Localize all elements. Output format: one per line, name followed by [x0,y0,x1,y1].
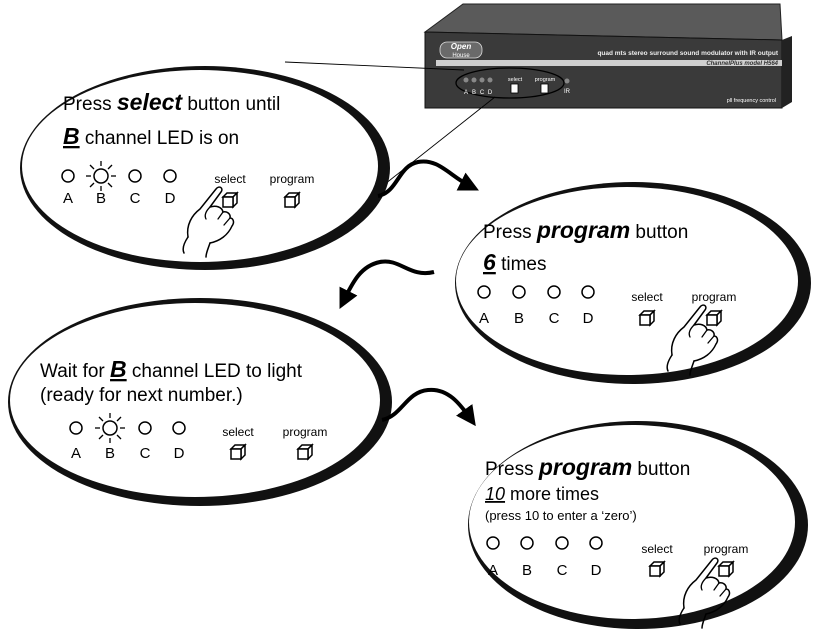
device-logo [439,41,483,59]
step1-led-label-a: A [63,190,73,207]
step1-line1: Press select button until [63,89,280,115]
callout-line-top [284,61,465,71]
step1-led-c [128,169,142,183]
device-logo-top: Open [451,42,472,51]
device-control-highlight [455,67,565,99]
device-program-button[interactable] [540,83,549,94]
step4-select-label: select [641,542,673,556]
device-ir-led [564,78,570,84]
device-ir-label: IR [564,89,571,95]
step3-line2: (ready for next number.) [40,385,243,406]
step1-line2: B channel LED is on [63,123,239,149]
step2-select-button[interactable] [639,310,655,326]
device-footer: pll frequency control [727,98,776,104]
step2-bubble-face [456,187,798,375]
step3-led-a [69,421,83,435]
device-logo-bottom: House [452,53,470,59]
step4-program-button[interactable] [718,561,734,577]
device-select-label: select [508,77,523,83]
device-led-a [463,77,469,83]
step3-program-button[interactable] [297,444,313,460]
step3-led-b-lit [94,412,126,444]
device-unit: Open House quad mts stereo surround soun… [423,3,792,109]
step2-led-label-d: D [583,310,594,327]
step2-led-b [512,285,526,299]
step2-led-label-a: A [479,310,489,327]
device-led-label-c: C [480,90,485,96]
step4-led-c [555,536,569,550]
step3-bubble-face [10,303,380,497]
step3-led-c [138,421,152,435]
step2-bubble: Press program button 6 times A B C D sel… [455,182,811,384]
step1-led-b-lit [85,160,117,192]
device-model: ChannelPlus model H564 [706,61,778,67]
flow-arrow-3 [381,387,476,427]
device-led-c [479,77,485,83]
step3-program-label: program [283,425,328,439]
step1-select-label: select [214,172,246,186]
device-program-label: program [535,77,556,83]
step4-program-label: program [704,542,749,556]
step4-bubble: Press program button 10 more times (pres… [468,421,808,629]
device-led-b [471,77,477,83]
step3-select-button[interactable] [230,444,246,460]
step2-line2: 6 times [483,249,546,275]
step3-line1: Wait for B channel LED to light [40,356,303,382]
callout-line-bottom [379,96,496,189]
device-led-label-d: D [488,90,493,96]
step1-program-button[interactable] [284,192,300,208]
device-select-button[interactable] [510,83,519,94]
step2-led-c [547,285,561,299]
step4-line3: (press 10 to enter a ‘zero’) [485,508,637,523]
step2-led-a [477,285,491,299]
step1-led-d [163,169,177,183]
step1-bubble-face [22,70,378,262]
step4-led-d [589,536,603,550]
device-leds: A B C D [463,77,493,96]
step3-led-label-c: C [140,445,151,462]
step2-program-button[interactable] [706,310,722,326]
step2-select-label: select [631,290,663,304]
device-side-face [782,36,792,108]
step3-led-label-b: B [105,445,115,462]
step4-led-b [520,536,534,550]
step1-led-label-b: B [96,190,106,207]
step3-led-label-d: D [174,445,185,462]
step3-select-label: select [222,425,254,439]
step1-led-a [61,169,75,183]
step4-led-label-d: D [591,562,602,579]
flow-arrow-1 [377,159,479,198]
step2-led-label-c: C [549,310,560,327]
device-led-d [487,77,493,83]
step4-select-button[interactable] [649,561,665,577]
step1-bubble: Press select button until B channel LED … [20,66,390,270]
step4-line2: 10 more times [485,484,599,504]
step3-led-label-a: A [71,445,81,462]
step4-bubble-face [469,425,795,619]
step4-led-a [486,536,500,550]
step4-led-label-c: C [557,562,568,579]
step2-led-label-b: B [514,310,524,327]
step1-led-label-c: C [130,190,141,207]
step1-program-label: program [270,172,315,186]
device-led-label-a: A [464,90,468,96]
step4-led-label-b: B [522,562,532,579]
step3-led-d [172,421,186,435]
step4-led-label-a: A [488,562,498,579]
device-stripe [436,60,782,66]
flow-arrow-2 [339,259,435,309]
step2-program-label: program [692,290,737,304]
device-led-label-b: B [472,90,476,96]
step4-line1: Press program button [485,454,690,480]
step2-led-d [581,285,595,299]
step2-line1: Press program button [483,217,688,243]
step1-led-label-d: D [165,190,176,207]
step3-bubble: Wait for B channel LED to light (ready f… [8,298,392,506]
step1-select-button[interactable] [222,192,238,208]
device-title: quad mts stereo surround sound modulator… [597,50,778,57]
